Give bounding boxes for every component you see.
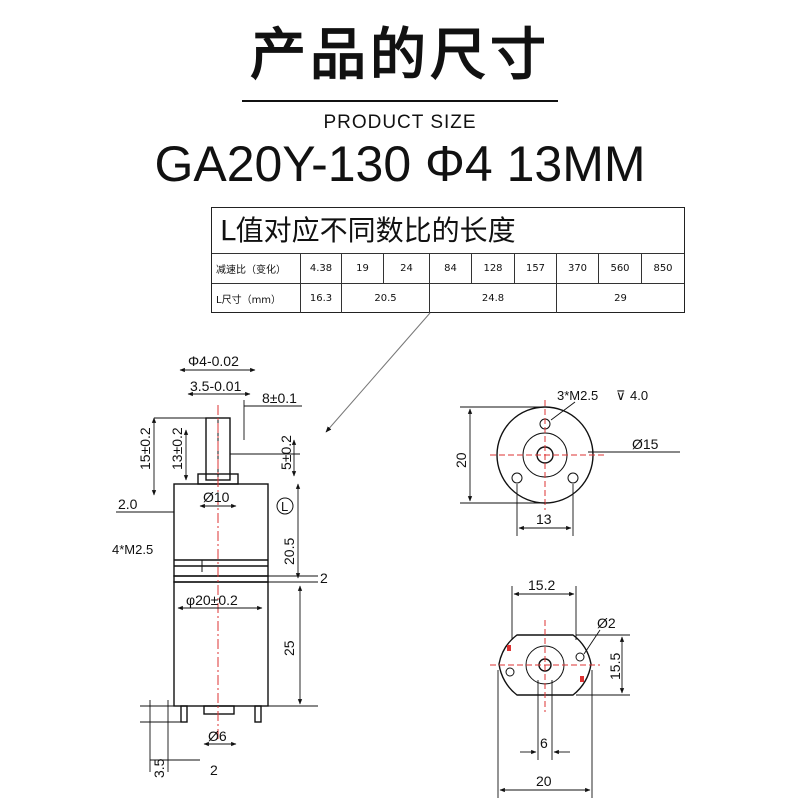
ratio-cell: 370	[556, 254, 598, 283]
table-leader-arrow	[325, 312, 431, 433]
dim-end-boss: 6	[540, 735, 548, 751]
ratio-cell: 128	[471, 254, 514, 283]
length-ratio-table: L值对应不同数比的长度 减速比（变化） 4.38 19 24 84 128 15…	[211, 207, 685, 313]
dim-terminal-height: 3.5	[151, 758, 167, 778]
motor-end-boss	[203, 705, 235, 715]
ratio-cell: 560	[598, 254, 641, 283]
ratio-cell: 19	[341, 254, 383, 283]
dim-depth: 4.0	[630, 388, 648, 403]
length-row-label: L尺寸（mm）	[216, 295, 282, 306]
dim-flat-height: 13±0.2	[169, 427, 185, 470]
dim-end-height: 15.5	[607, 653, 623, 680]
table-heading: L值对应不同数比的长度	[212, 208, 684, 254]
ratio-cell: 4.38	[300, 254, 341, 283]
ratio-cell: 157	[514, 254, 556, 283]
L-marker-label: L	[281, 499, 288, 514]
ratio-cell: 24	[383, 254, 429, 283]
end-outline	[498, 634, 592, 696]
dim-motor-length: 25	[281, 640, 297, 656]
dim-gearbox-length: 20.5	[281, 538, 297, 565]
L-marker-circle	[276, 497, 294, 515]
dim-boss-diameter: Ø10	[203, 489, 230, 505]
dim-shaft-length: 15±0.2	[137, 427, 153, 470]
dim-mount-screws: 4*M2.5	[112, 542, 153, 557]
dim-gap: 2	[320, 570, 328, 586]
dim-front-height: 20	[453, 452, 469, 468]
dim-flange-thickness: 2.0	[118, 496, 138, 512]
ratio-row: 减速比（变化） 4.38 19 24 84 128 157 370 560 85…	[212, 254, 684, 284]
side-view	[173, 417, 269, 723]
dim-hole-spacing: 13	[536, 511, 552, 527]
dim-body-diameter: φ20±0.2	[186, 592, 238, 608]
model-number: GA20Y-130 Φ4 13MM	[154, 136, 646, 192]
dim-end-width-bottom: 20	[536, 773, 552, 789]
dim-screw-holes: 3*M2.5	[557, 388, 598, 403]
dim-flat-width: 3.5-0.01	[190, 378, 242, 394]
dim-shaft-diameter: Φ4-0.02	[188, 353, 239, 369]
terminal-left	[180, 705, 188, 723]
length-cell: 16.3	[300, 284, 341, 313]
terminal-right	[254, 705, 262, 723]
dim-depth-symbol: ⊽	[616, 388, 626, 403]
length-row: L尺寸（mm） 16.3 20.5 24.8 29	[212, 284, 684, 313]
length-cell: 24.8	[429, 284, 556, 313]
dim-outer-diameter: Ø15	[632, 436, 659, 452]
dim-end-hole-diameter: Ø2	[597, 615, 616, 631]
page-subtitle: PRODUCT SIZE	[323, 112, 477, 133]
dim-end-boss: Ø6	[208, 728, 227, 744]
title-underline	[242, 100, 558, 102]
dim-boss-height: 5±0.2	[278, 435, 294, 470]
ratio-row-label: 减速比（变化）	[216, 265, 286, 276]
dim-flat-length: 8±0.1	[262, 390, 297, 406]
length-cell: 29	[556, 284, 684, 313]
ratio-cell: 850	[641, 254, 684, 283]
dim-end-width-top: 15.2	[528, 577, 555, 593]
length-cell: 20.5	[341, 284, 429, 313]
page-title: 产品的尺寸	[250, 23, 550, 88]
dim-terminal-offset: 2	[210, 762, 218, 778]
ratio-cell: 84	[429, 254, 471, 283]
